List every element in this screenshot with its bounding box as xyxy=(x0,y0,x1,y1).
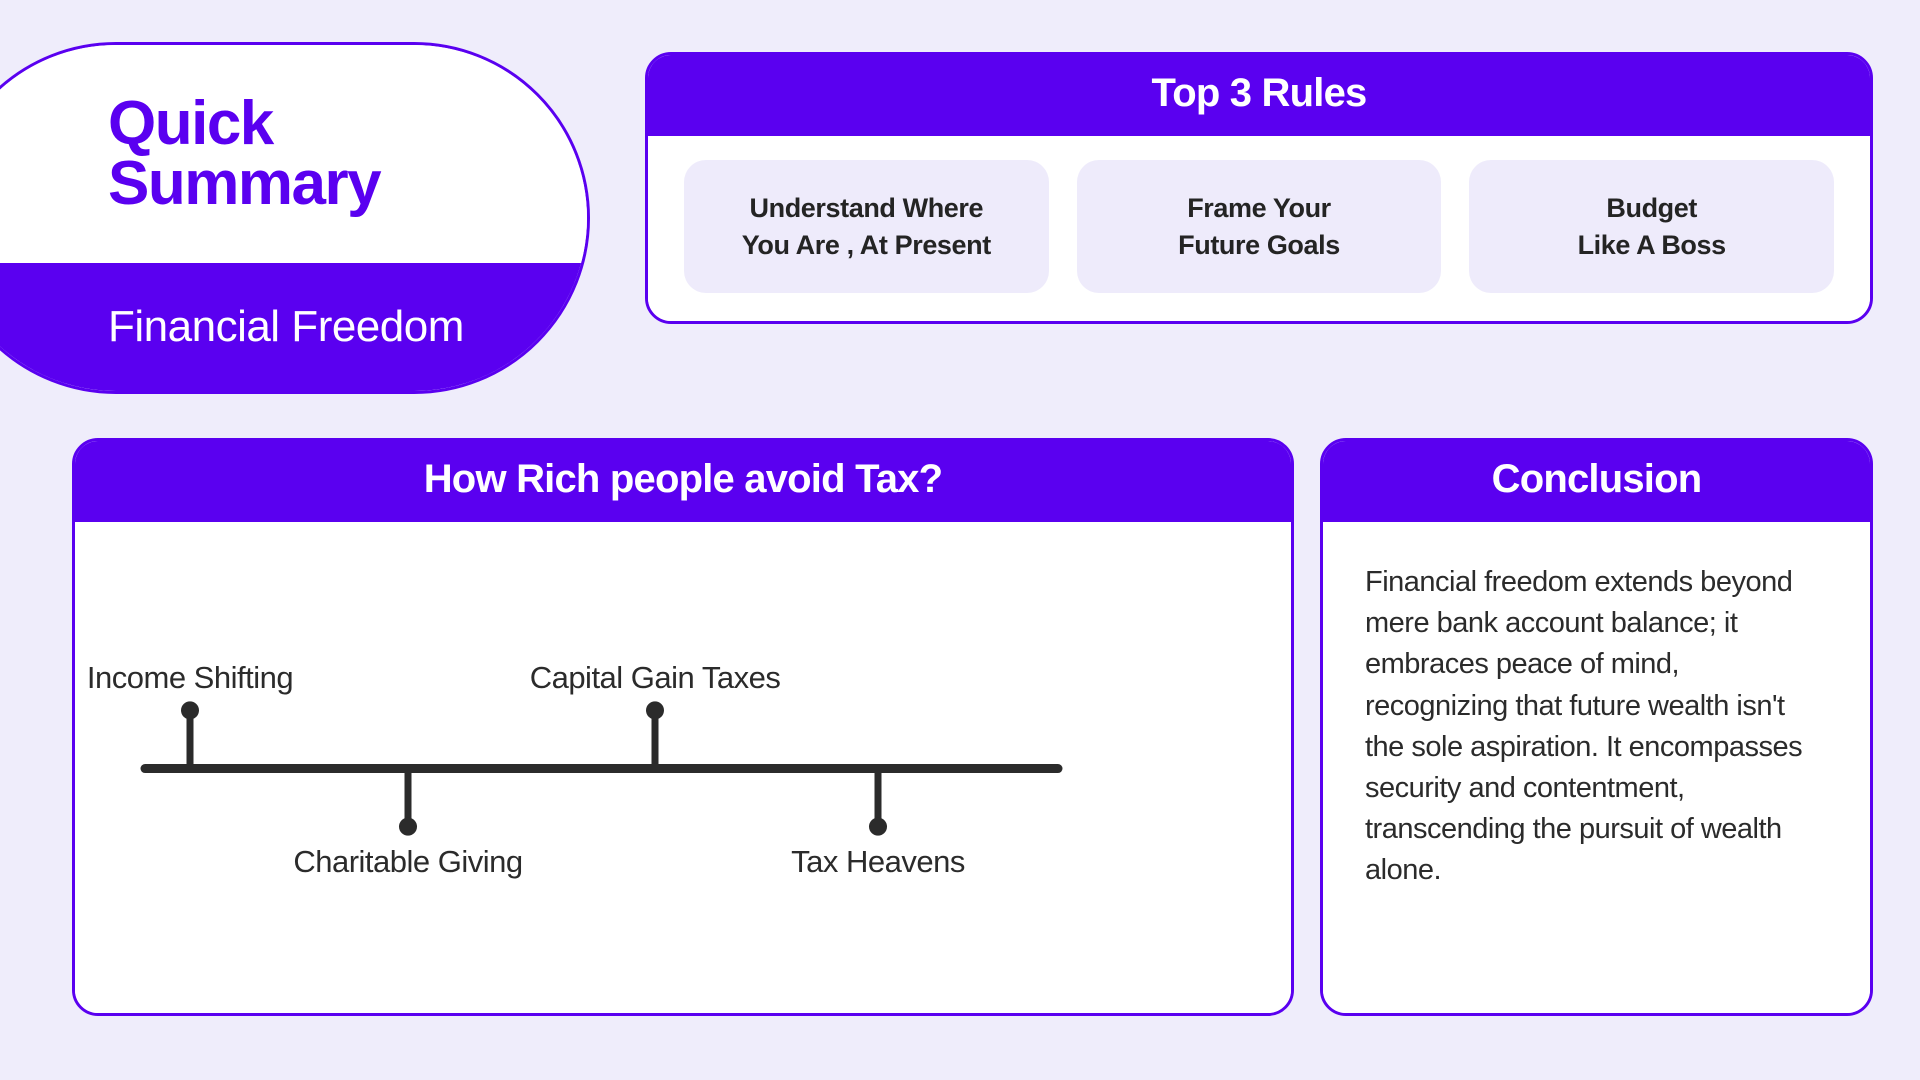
quick-summary-title-area: Quick Summary xyxy=(0,45,587,263)
rule-tile-2-line1: Frame Your xyxy=(1187,193,1331,224)
conclusion-card: Conclusion Financial freedom extends bey… xyxy=(1320,438,1873,1016)
quick-summary-subtitle-area: Financial Freedom xyxy=(0,263,587,391)
rule-tile-3[interactable]: Budget Like A Boss xyxy=(1469,160,1835,293)
tax-avoidance-card: How Rich people avoid Tax? Income Shifti… xyxy=(72,438,1294,1016)
tax-avoidance-header: How Rich people avoid Tax? xyxy=(75,441,1291,522)
top-3-rules-body: Understand Where You Are , At Present Fr… xyxy=(648,136,1870,321)
rule-tile-3-line2: Like A Boss xyxy=(1577,229,1727,260)
tax-timeline-diagram: Income Shifting Charitable Giving Capita… xyxy=(75,522,1291,1013)
timeline-label-tax-heavens: Tax Heavens xyxy=(791,844,965,879)
rules-list: Understand Where You Are , At Present Fr… xyxy=(648,136,1870,321)
tax-avoidance-body: Income Shifting Charitable Giving Capita… xyxy=(75,522,1291,1013)
timeline-label-income-shifting: Income Shifting xyxy=(86,660,294,695)
conclusion-body: Financial freedom extends beyond mere ba… xyxy=(1323,522,1870,1013)
rule-tile-1[interactable]: Understand Where You Are , At Present xyxy=(684,160,1049,293)
timeline-svg xyxy=(140,701,1063,836)
rule-tile-1-line1: Understand Where xyxy=(749,193,984,224)
rule-tile-2-line2: Future Goals xyxy=(1178,229,1340,260)
quick-summary-title-line1: Quick xyxy=(108,88,274,158)
rule-tile-3-line1: Budget xyxy=(1606,193,1697,224)
quick-summary-card: Quick Summary Financial Freedom xyxy=(0,42,590,394)
rule-tile-2[interactable]: Frame Your Future Goals xyxy=(1076,160,1442,293)
top-3-rules-header: Top 3 Rules xyxy=(648,55,1870,136)
conclusion-paragraph: Financial freedom extends beyond mere ba… xyxy=(1365,566,1803,887)
conclusion-header: Conclusion xyxy=(1323,441,1870,522)
rule-tile-1-text: Understand Where You Are , At Present xyxy=(742,190,991,263)
rule-tile-1-line2: You Are , At Present xyxy=(741,229,991,260)
rule-tile-3-text: Budget Like A Boss xyxy=(1577,190,1727,263)
quick-summary-subtitle: Financial Freedom xyxy=(108,302,464,351)
rule-tile-2-text: Frame Your Future Goals xyxy=(1178,190,1340,263)
top-3-rules-card: Top 3 Rules Understand Where You Are , A… xyxy=(645,52,1873,324)
quick-summary-title-line2: Summary xyxy=(108,149,382,218)
timeline-label-capital-gain-taxes: Capital Gain Taxes xyxy=(529,660,781,695)
timeline-label-charitable-giving: Charitable Giving xyxy=(293,844,523,879)
